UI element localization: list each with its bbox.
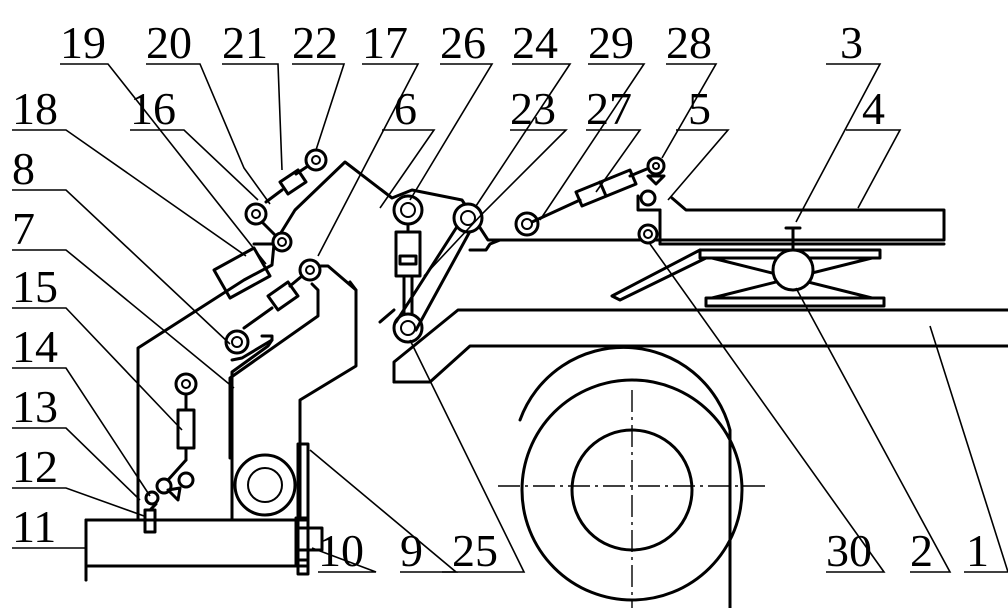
label-14: 14 <box>12 321 58 372</box>
leader-lines <box>12 63 1008 573</box>
label-4: 4 <box>862 83 885 134</box>
label-21: 21 <box>222 17 268 68</box>
label-26: 26 <box>440 17 486 68</box>
label-18: 18 <box>12 83 58 134</box>
label-25: 25 <box>452 525 498 576</box>
part-10-pad <box>294 516 324 576</box>
label-15: 15 <box>12 261 58 312</box>
label-27: 27 <box>586 83 632 134</box>
wheel <box>498 345 766 608</box>
part-7-roller <box>233 453 297 517</box>
label-8: 8 <box>12 143 35 194</box>
label-16: 16 <box>130 83 176 134</box>
label-3: 3 <box>840 17 863 68</box>
label-19: 19 <box>60 17 106 68</box>
label-29: 29 <box>588 17 634 68</box>
pin-29 <box>514 211 540 237</box>
scissor-lift <box>610 226 886 308</box>
label-20: 20 <box>146 17 192 68</box>
label-9: 9 <box>400 525 423 576</box>
label-6: 6 <box>394 83 417 134</box>
cylinder-26 <box>392 194 424 344</box>
label-13: 13 <box>12 381 58 432</box>
inner-boom-arm <box>228 264 358 522</box>
label-24: 24 <box>512 17 558 68</box>
part-9-plate <box>296 442 310 522</box>
label-22: 22 <box>292 17 338 68</box>
pin-28-bracket-5 <box>636 156 666 246</box>
label-17: 17 <box>362 17 408 68</box>
part-labels: 19 20 21 22 17 26 24 29 28 3 18 16 6 23 … <box>12 17 989 576</box>
cylinder-27 <box>530 164 656 224</box>
label-10: 10 <box>318 525 364 576</box>
label-2: 2 <box>910 525 933 576</box>
part-16-block <box>212 246 272 300</box>
label-5: 5 <box>688 83 711 134</box>
part-11-base-block <box>84 518 300 582</box>
link-23-24 <box>394 202 484 332</box>
label-30: 30 <box>826 525 872 576</box>
label-11: 11 <box>12 501 56 552</box>
outer-boom-arm <box>136 160 502 522</box>
label-12: 12 <box>12 441 58 492</box>
cylinder-17 <box>224 258 322 355</box>
cylinder-22 <box>244 148 328 253</box>
linkage-13-14 <box>144 471 195 512</box>
upper-deck-line <box>468 196 946 252</box>
cylinder-15 <box>166 372 198 482</box>
label-7: 7 <box>12 203 35 254</box>
label-1: 1 <box>966 525 989 576</box>
label-23: 23 <box>510 83 556 134</box>
label-28: 28 <box>666 17 712 68</box>
vehicle-frame <box>378 308 1008 384</box>
